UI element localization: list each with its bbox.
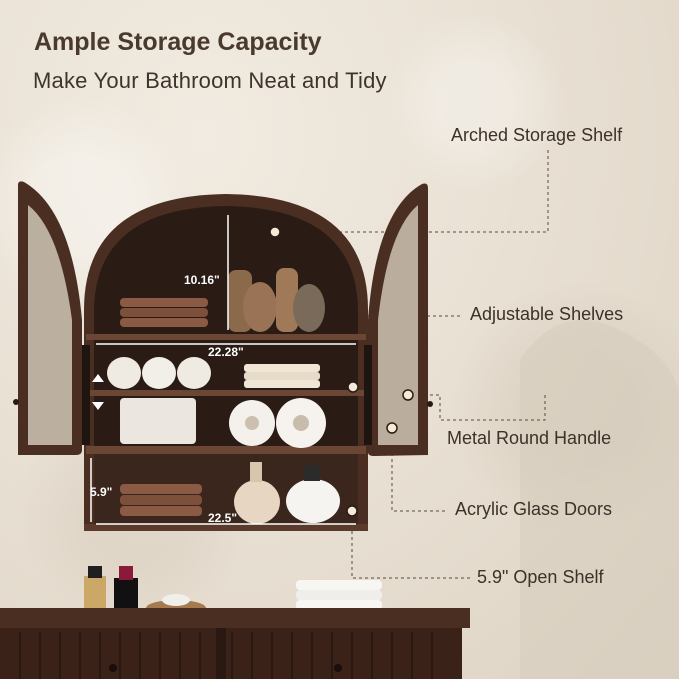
dim-arch-height: 10.16" (184, 273, 220, 287)
callout-round-handle: Metal Round Handle (447, 428, 612, 448)
shelf-bottom (84, 524, 368, 531)
leader-open (351, 512, 470, 579)
callout-dots (269, 226, 414, 517)
dim-width-top: 22.28" (208, 345, 244, 359)
shelf-three-items (120, 398, 326, 448)
callout-arched-shelf: Arched Storage Shelf (451, 125, 623, 145)
shelf-1 (86, 334, 366, 340)
leader-handle (430, 394, 546, 421)
right-door (368, 183, 433, 456)
adjust-arrows (92, 374, 104, 410)
dimension-markers (90, 215, 356, 525)
wall-shadow (520, 320, 679, 679)
page-subtitle: Make Your Bathroom Neat and Tidy (33, 68, 387, 93)
leader-arched (282, 150, 549, 233)
top-shelf-items (120, 268, 325, 332)
shelf-two-items (107, 357, 320, 389)
shelf-3 (86, 446, 366, 454)
callout-adjustable-shelves: Adjustable Shelves (470, 304, 624, 324)
right-handle (427, 401, 433, 407)
left-door (13, 181, 82, 455)
left-handle (13, 399, 19, 405)
open-shelf-items (120, 462, 340, 524)
drawer-knob-right (334, 664, 342, 672)
hinge-right (364, 345, 372, 445)
callout-glass-doors: Acrylic Glass Doors (455, 499, 613, 519)
callout-open-shelf: 5.9" Open Shelf (477, 567, 604, 587)
dim-width-bottom: 22.5" (208, 511, 237, 525)
dresser (0, 608, 470, 679)
shelf-2 (86, 390, 366, 396)
hinge-left (82, 345, 90, 445)
dim-open-height: 5.9" (90, 485, 112, 499)
drawer-knob-left (109, 664, 117, 672)
page-title: Ample Storage Capacity (34, 28, 322, 56)
